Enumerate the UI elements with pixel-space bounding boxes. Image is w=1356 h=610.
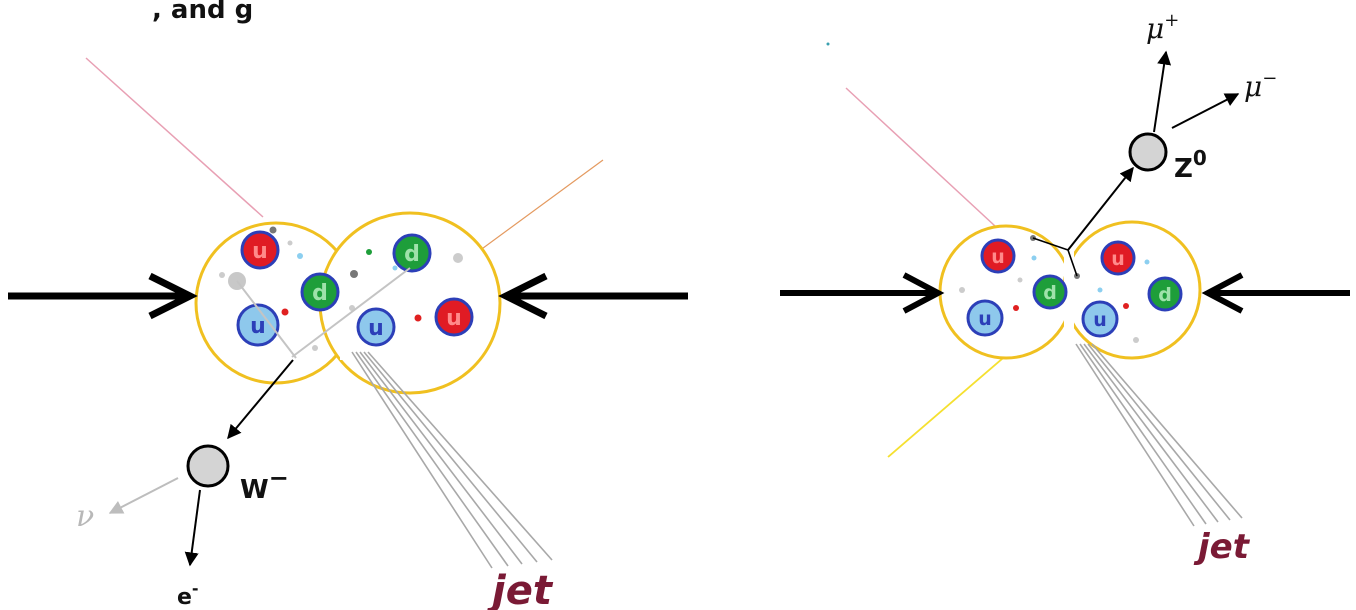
right-panel: u d u u d u Z0 μ+ μ− xyxy=(780,10,1350,567)
right-quark-d-2: d xyxy=(1147,276,1183,312)
left-sea-particles xyxy=(219,226,463,351)
muon-plus-arrow xyxy=(1153,50,1172,133)
left-overlap-mask xyxy=(340,250,354,360)
speck xyxy=(826,42,830,46)
svg-text:d: d xyxy=(1158,284,1172,306)
left-beam-arrowhead-2 xyxy=(498,272,548,320)
svg-text:d: d xyxy=(1043,282,1057,304)
w-boson-label: W− xyxy=(240,464,289,505)
left-incoming-track xyxy=(85,57,264,218)
svg-text:d: d xyxy=(312,281,328,306)
neutrino-label: ν xyxy=(76,499,94,534)
right-quark-u-4: u xyxy=(1081,300,1119,338)
svg-text:u: u xyxy=(446,306,462,331)
right-beam-arrowhead-2 xyxy=(1201,272,1244,314)
left-w-arrow xyxy=(227,359,294,440)
z-boson-label: Z0 xyxy=(1174,146,1207,184)
z-boson xyxy=(1128,132,1168,172)
right-quark-u-2: u xyxy=(966,299,1004,337)
left-jet-lines xyxy=(351,351,553,569)
z-arrow xyxy=(1067,166,1134,251)
electron-arrow xyxy=(184,489,201,567)
svg-text:u: u xyxy=(252,239,268,264)
left-interaction-line-2 xyxy=(291,267,411,358)
svg-text:u: u xyxy=(978,308,992,330)
neutrino-arrow xyxy=(108,477,179,514)
right-quark-u-1: u xyxy=(980,238,1016,274)
right-yellow-track xyxy=(887,339,1025,458)
electron-label: e- xyxy=(177,579,199,610)
right-jet-lines xyxy=(1075,343,1243,527)
left-quark-u-1: u xyxy=(240,230,280,270)
right-beam-arrowhead-1 xyxy=(902,272,945,314)
svg-text:u: u xyxy=(1111,248,1125,270)
svg-text:u: u xyxy=(1093,309,1107,331)
left-quark-u-2: u xyxy=(236,303,280,347)
right-jet-label: jet xyxy=(1193,527,1251,567)
w-boson xyxy=(186,444,230,488)
left-quark-u-4: u xyxy=(434,297,474,337)
muon-minus-label: μ− xyxy=(1244,68,1277,103)
svg-text:u: u xyxy=(368,316,384,341)
svg-text:u: u xyxy=(250,314,266,339)
muon-minus-arrow xyxy=(1171,93,1240,129)
right-quark-u-3: u xyxy=(1100,240,1136,276)
left-quark-d-2: d xyxy=(392,233,432,273)
muon-plus-label: μ+ xyxy=(1146,10,1179,45)
svg-text:u: u xyxy=(991,246,1005,268)
right-incoming-track xyxy=(845,87,996,227)
left-quark-d-1: d xyxy=(300,272,340,312)
right-overlap-mask xyxy=(1064,250,1074,340)
left-panel: u d u d u u xyxy=(8,57,688,610)
left-jet-label: jet xyxy=(486,568,554,610)
header-fragment: , and g xyxy=(152,0,253,25)
right-quark-d-1: d xyxy=(1032,274,1068,310)
svg-text:d: d xyxy=(404,242,420,267)
left-beam-arrowhead-1 xyxy=(148,272,198,320)
left-quark-u-3: u xyxy=(356,307,396,347)
left-interaction-line-1 xyxy=(236,280,297,359)
